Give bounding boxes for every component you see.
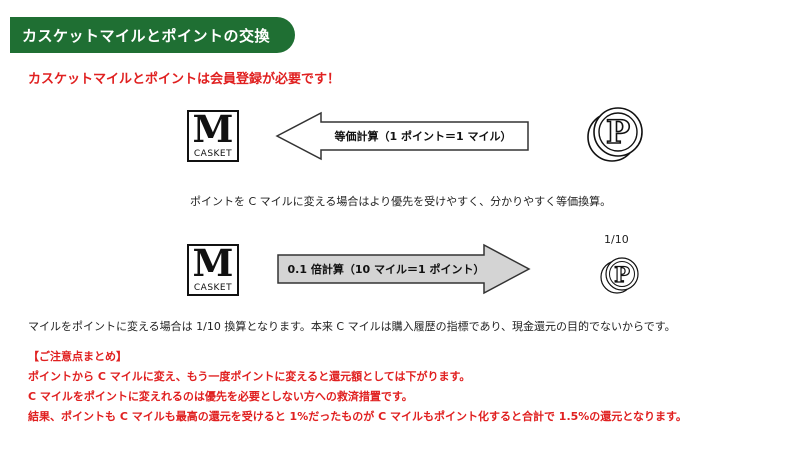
miles-to-points-label: 0.1 倍計算（10 マイル＝1 ポイント）	[287, 263, 485, 276]
note-item: ポイントから C マイルに変え、もう一度ポイントに変えると還元額としては下がりま…	[28, 370, 471, 383]
left-arrow-icon	[275, 111, 529, 161]
registration-required-note: カスケットマイルとポイントは会員登録が必要です！	[28, 72, 341, 87]
casket-mile-logo: M CASKET	[187, 107, 239, 162]
points-coin-small-icon	[600, 257, 639, 294]
points-to-miles-description: ポイントを C マイルに変える場合はより優先を受けやすく、分かりやすく等価換算。	[190, 195, 612, 208]
mile-logo-letter: M	[192, 107, 234, 151]
note-item: 結果、ポイントも C マイルも最高の還元を受けると 1%だったものが C マイル…	[28, 410, 687, 423]
mile-logo-letter: M	[192, 241, 234, 285]
points-logo: P	[583, 104, 649, 164]
note-item: C マイルをポイントに変えれるのは優先を必要としない方への救済措置です。	[28, 390, 413, 403]
points-to-miles-arrow: 等価計算（1 ポイント＝1 マイル）	[275, 111, 531, 161]
mile-logo-caption: CASKET	[193, 149, 233, 159]
exchange-ratio: 1/10	[604, 233, 629, 246]
caution-notes: 【ご注意点まとめ】 ポイントから C マイルに変え、もう一度ポイントに変えると還…	[28, 347, 687, 427]
section-title: カスケットマイルとポイントの交換	[10, 17, 295, 53]
notes-heading: 【ご注意点まとめ】	[28, 350, 127, 363]
miles-to-points-arrow: 0.1 倍計算（10 マイル＝1 ポイント）	[276, 243, 532, 295]
points-to-miles-label: 等価計算（1 ポイント＝1 マイル）	[334, 130, 512, 143]
points-logo-letter: P	[605, 112, 631, 152]
miles-to-points-description: マイルをポイントに変える場合は 1/10 換算となります。本来 C マイルは購入…	[28, 320, 676, 333]
points-coin-icon	[587, 107, 643, 162]
right-arrow-icon	[277, 243, 531, 295]
points-logo-small: P	[598, 255, 644, 295]
mile-logo-caption: CASKET	[193, 283, 233, 293]
casket-mile-logo-2: M CASKET	[187, 241, 239, 296]
points-logo-letter: P	[613, 261, 630, 287]
